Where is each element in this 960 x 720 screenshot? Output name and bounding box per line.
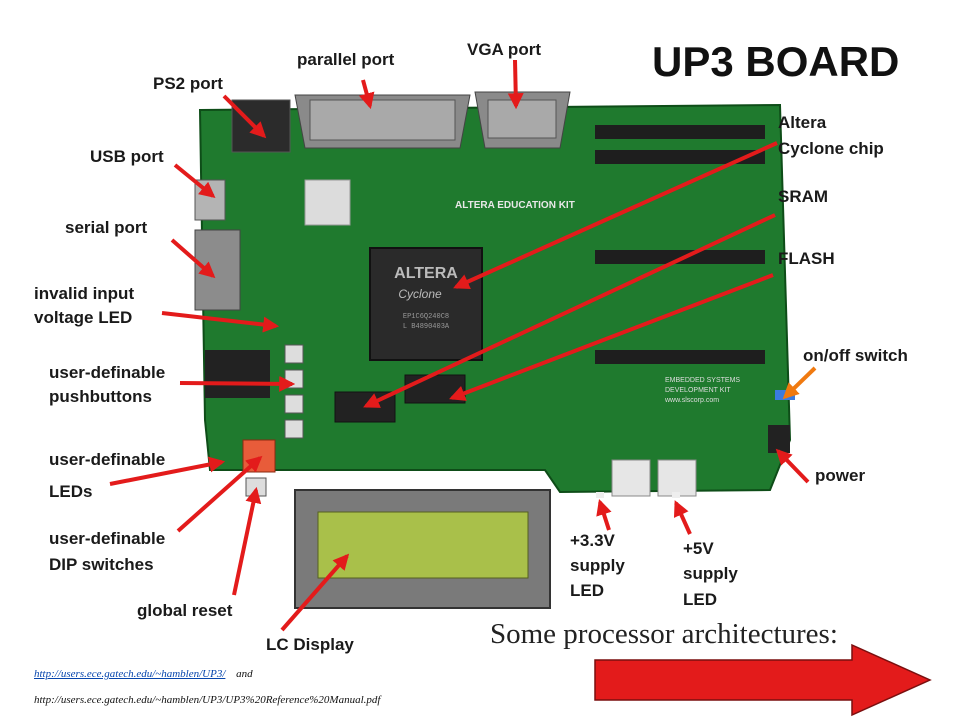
kit-url: www.slscorp.com <box>664 397 719 404</box>
label-pushbuttons-1: user-definable <box>49 363 166 382</box>
callout-arrows <box>109 59 810 632</box>
arrow-usb-port <box>173 163 216 199</box>
chip-part: EP1C6Q240C8 <box>403 313 449 321</box>
label-onoff-switch: on/off switch <box>803 346 908 365</box>
arrow-parallel-port <box>358 79 375 110</box>
slide-title: UP3 BOARD <box>652 38 900 85</box>
arrow-reset <box>232 486 262 596</box>
link-and: and <box>236 668 253 680</box>
arrow-ps2-port <box>222 94 267 139</box>
kit-sub-2: DEVELOPMENT KIT <box>665 387 731 394</box>
label-altera-2: Cyclone chip <box>778 139 884 158</box>
kit-sub-1: EMBEDDED SYSTEMS <box>665 377 740 384</box>
label-leds-1: user-definable <box>49 450 166 469</box>
altera-cyclone-chip <box>369 247 483 361</box>
arrow-leds <box>109 456 226 486</box>
label-5v-3: LED <box>683 590 717 609</box>
label-3v3-3: LED <box>570 581 604 600</box>
subtitle: Some processor architectures: <box>490 618 838 650</box>
reference-links: http://users.ece.gatech.edu/~hamblen/UP3… <box>34 668 253 680</box>
next-arrow-icon <box>594 643 932 717</box>
label-flash: FLASH <box>778 249 835 268</box>
arrow-invalid-voltage <box>161 311 280 333</box>
label-global-reset: global reset <box>137 601 233 620</box>
label-usb-port: USB port <box>90 147 164 166</box>
arrow-3v3 <box>596 498 612 531</box>
arrow-pushbuttons <box>179 375 296 392</box>
arrow-serial-port <box>170 238 216 279</box>
pushbutton <box>284 419 304 439</box>
label-3v3-2: supply <box>570 556 625 575</box>
arrow-5v <box>673 500 692 535</box>
label-pushbuttons-2: pushbuttons <box>49 387 152 406</box>
arrow-sram <box>363 213 776 408</box>
supply-led-3v3 <box>596 492 604 498</box>
arrow-vga-port <box>507 59 524 110</box>
chip-family: Cyclone <box>398 287 442 301</box>
label-lc-display: LC Display <box>266 635 354 654</box>
label-5v-1: +5V <box>683 539 714 558</box>
label-leds-2: LEDs <box>49 482 93 501</box>
supply-led-5v <box>672 492 680 498</box>
label-serial-port: serial port <box>65 218 148 237</box>
label-altera-1: Altera <box>778 113 827 132</box>
label-dip-1: user-definable <box>49 529 166 548</box>
kit-info-label <box>660 370 770 404</box>
label-voltage-led: voltage LED <box>34 308 133 327</box>
serial-port-connector <box>194 229 241 311</box>
chip-code: L B4890403A <box>403 323 450 331</box>
arrow-dip <box>176 455 263 533</box>
label-parallel-port: parallel port <box>297 50 395 69</box>
label-vga-port: VGA port <box>467 40 541 59</box>
label-ps2-port: PS2 port <box>153 74 223 93</box>
sram-chip <box>404 374 466 404</box>
arrow-power <box>775 448 810 484</box>
link-up3-manual[interactable]: http://users.ece.gatech.edu/~hamblen/UP3… <box>34 694 381 706</box>
label-invalid-input: invalid input <box>34 284 135 303</box>
pushbutton <box>284 344 304 364</box>
pushbutton <box>284 394 304 414</box>
label-sram: SRAM <box>778 187 829 206</box>
arrow-onoff <box>782 366 817 400</box>
arrow-lcd <box>280 553 350 632</box>
kit-title: ALTERA EDUCATION KIT <box>455 200 575 211</box>
label-5v-2: supply <box>683 564 738 583</box>
chip-brand: ALTERA <box>394 265 458 282</box>
label-power: power <box>815 466 866 485</box>
arrow-flash <box>449 273 774 401</box>
power-jack <box>768 425 790 453</box>
arrow-altera <box>453 141 778 290</box>
label-3v3-1: +3.3V <box>570 531 615 550</box>
label-dip-2: DIP switches <box>49 555 154 574</box>
ps2-port-connector <box>231 99 291 153</box>
link-up3-page[interactable]: http://users.ece.gatech.edu/~hamblen/UP3… <box>34 668 226 680</box>
